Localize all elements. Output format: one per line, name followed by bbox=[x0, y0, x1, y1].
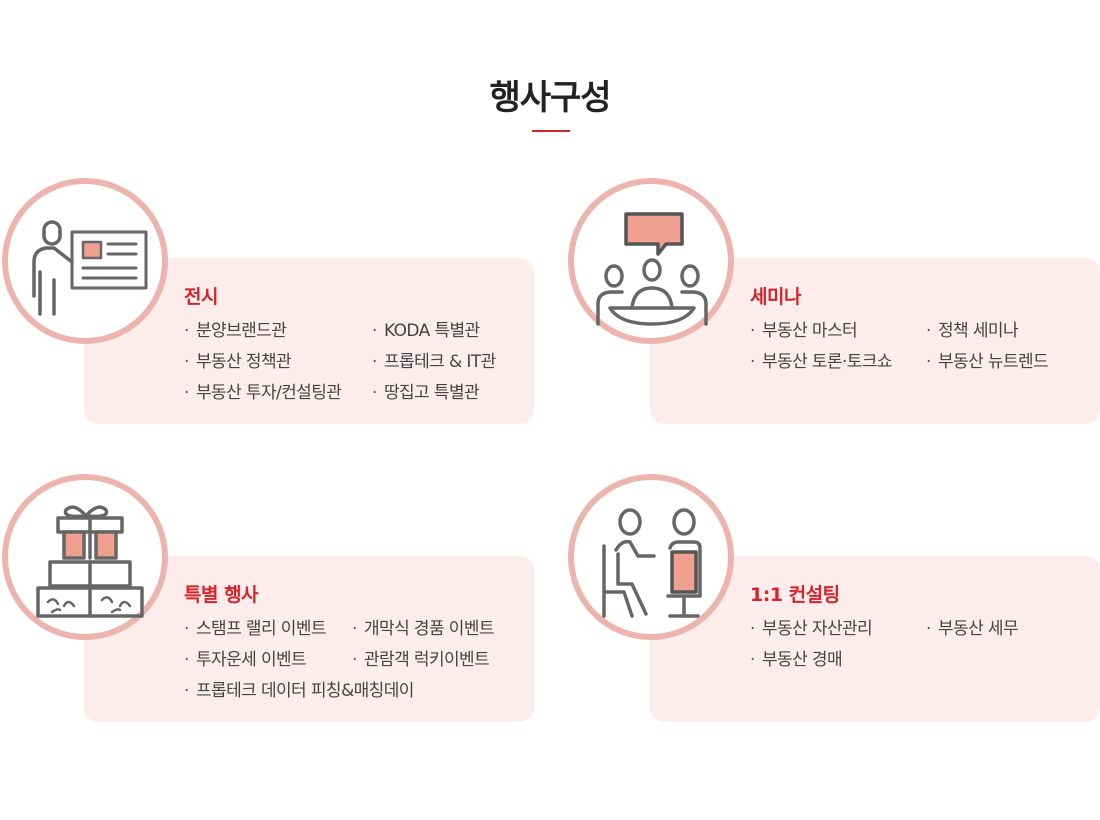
list-item: 스탬프 랠리 이벤트 bbox=[184, 614, 414, 645]
consulting-list-right: 부동산 세무 bbox=[926, 614, 1019, 645]
list-item: 개막식 경품 이벤트 bbox=[352, 614, 495, 645]
list-item: 부동산 투자/컨설팅관 bbox=[184, 378, 342, 409]
seminar-list-left: 부동산 마스터 부동산 토론·토크쇼 bbox=[750, 316, 893, 378]
list-item: 정책 세미나 bbox=[926, 316, 1048, 347]
special-event-title: 특별 행사 bbox=[184, 584, 259, 606]
seminar-card: 세미나 부동산 마스터 부동산 토론·토크쇼 정책 세미나 부동산 뉴트렌드 bbox=[650, 258, 1100, 424]
gift-boxes-icon bbox=[2, 474, 168, 640]
special-event-list-right: 개막식 경품 이벤트 관람객 럭키이벤트 bbox=[352, 614, 495, 676]
seminar-meeting-icon bbox=[568, 178, 734, 344]
list-item: 부동산 세무 bbox=[926, 614, 1019, 645]
list-item: 관람객 럭키이벤트 bbox=[352, 645, 494, 676]
exhibition-list-left: 분양브랜드관 부동산 정책관 부동산 투자/컨설팅관 bbox=[184, 316, 342, 409]
list-item: 부동산 뉴트렌드 bbox=[926, 347, 1049, 378]
presentation-board-icon bbox=[2, 178, 168, 344]
exhibition-title: 전시 bbox=[184, 286, 218, 308]
title-underline bbox=[532, 130, 570, 132]
consulting-title: 1:1 컨설팅 bbox=[750, 584, 840, 606]
special-event-list-left: 스탬프 랠리 이벤트 투자운세 이벤트 프롭테크 데이터 피칭&매칭데이 bbox=[184, 614, 414, 707]
seminar-list-right: 정책 세미나 부동산 뉴트렌드 bbox=[926, 316, 1049, 378]
page-title: 행사구성 bbox=[489, 78, 611, 118]
list-item: 부동산 자산관리 bbox=[750, 614, 873, 645]
exhibition-list-right: KODA 특별관 프롭테크 & IT관 땅집고 특별관 bbox=[372, 316, 496, 409]
list-item: KODA 특별관 bbox=[372, 316, 496, 347]
consulting-list-left: 부동산 자산관리 부동산 경매 bbox=[750, 614, 873, 676]
list-item: 땅집고 특별관 bbox=[372, 378, 496, 409]
list-item: 투자운세 이벤트 bbox=[184, 645, 414, 676]
list-item: 프롭테크 데이터 피칭&매칭데이 bbox=[184, 676, 414, 707]
consulting-people-icon bbox=[568, 474, 734, 640]
list-item: 부동산 토론·토크쇼 bbox=[750, 347, 893, 378]
seminar-title: 세미나 bbox=[750, 286, 801, 308]
list-item: 부동산 정책관 bbox=[184, 347, 341, 378]
list-item: 프롭테크 & IT관 bbox=[372, 347, 496, 378]
list-item: 분양브랜드관 bbox=[184, 316, 341, 347]
list-item: 부동산 마스터 bbox=[750, 316, 892, 347]
list-item: 부동산 경매 bbox=[750, 645, 872, 676]
exhibition-card: 전시 분양브랜드관 부동산 정책관 부동산 투자/컨설팅관 KODA 특별관 프… bbox=[84, 258, 534, 424]
